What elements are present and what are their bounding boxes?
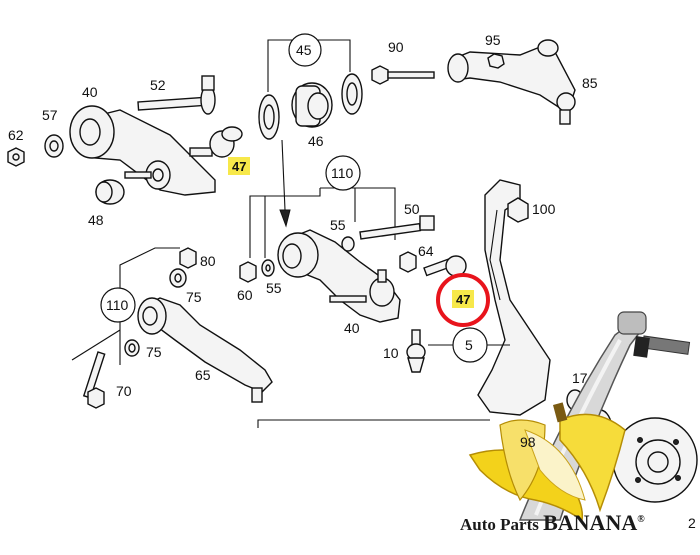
ball-joint-47-left [189,126,243,158]
label-55-bottom: 55 [266,280,282,296]
label-47-right: 47 [456,292,470,307]
label-45: 45 [296,42,312,58]
control-arm-40-center [277,229,401,323]
red-circle-marker [436,273,490,327]
label-80: 80 [200,253,216,269]
label-100: 100 [532,201,556,217]
label-95: 95 [485,32,501,48]
bolt-50 [359,215,435,240]
callout-110-bottom [100,287,136,323]
label-75-top: 75 [186,289,202,305]
label-48: 48 [88,212,104,228]
bolt-70 [82,351,106,409]
bushing-48 [95,179,125,205]
label-40-left: 40 [82,84,98,100]
label-50: 50 [404,201,420,217]
nut-95 [487,53,505,69]
bolt-90 [371,65,435,85]
washer-55-bottom [261,259,275,277]
label-46: 46 [308,133,324,149]
washer-75-bottom [124,339,140,357]
label-57: 57 [42,107,58,123]
label-2: 2 [688,515,696,531]
ball-joint-10 [406,329,426,373]
label-62: 62 [8,127,24,143]
label-90: 90 [388,39,404,55]
wheel-hub [612,417,698,503]
steering-knuckle [477,179,551,416]
label-70: 70 [116,383,132,399]
label-5: 5 [465,337,473,353]
ball-joint-47-center [423,255,467,277]
brand-name: Auto Parts BANANA® [460,510,645,535]
label-40-center: 40 [344,320,360,336]
label-52: 52 [150,77,166,93]
callout-110-top [325,155,361,191]
washer-62 [7,147,25,167]
bolt-52 [137,75,216,115]
label-110-bottom: 110 [106,297,129,313]
label-47-left: 47 [232,159,246,174]
label-85: 85 [582,75,598,91]
callout-45 [288,33,322,67]
label-55-top: 55 [330,217,346,233]
highlight-47-right [452,290,474,308]
cap-100 [507,197,529,223]
nut-80 [179,247,197,269]
brand-prefix: Auto Parts [460,515,543,534]
label-60: 60 [237,287,253,303]
label-17: 17 [572,370,588,386]
control-arm-40 [69,105,216,196]
bushing-group-45 [258,39,363,140]
banana-logo [468,402,626,522]
label-110-top: 110 [331,165,354,181]
brand-main: BANANA [543,510,637,535]
bracket-110-bottom [71,247,180,365]
label-98: 98 [520,434,536,450]
lower-arm-65 [137,297,273,403]
nut-60 [239,261,257,283]
highlight-47-left [228,157,250,175]
upper-arm-85 [447,39,576,125]
label-75-bottom: 75 [146,344,162,360]
washer-55-top [341,236,355,252]
washer-57 [44,134,64,158]
brand-reg: ® [637,514,645,525]
label-64: 64 [418,243,434,259]
washer-75-top [169,268,187,288]
label-10: 10 [383,345,399,361]
nut-64 [399,251,417,273]
label-65: 65 [195,367,211,383]
